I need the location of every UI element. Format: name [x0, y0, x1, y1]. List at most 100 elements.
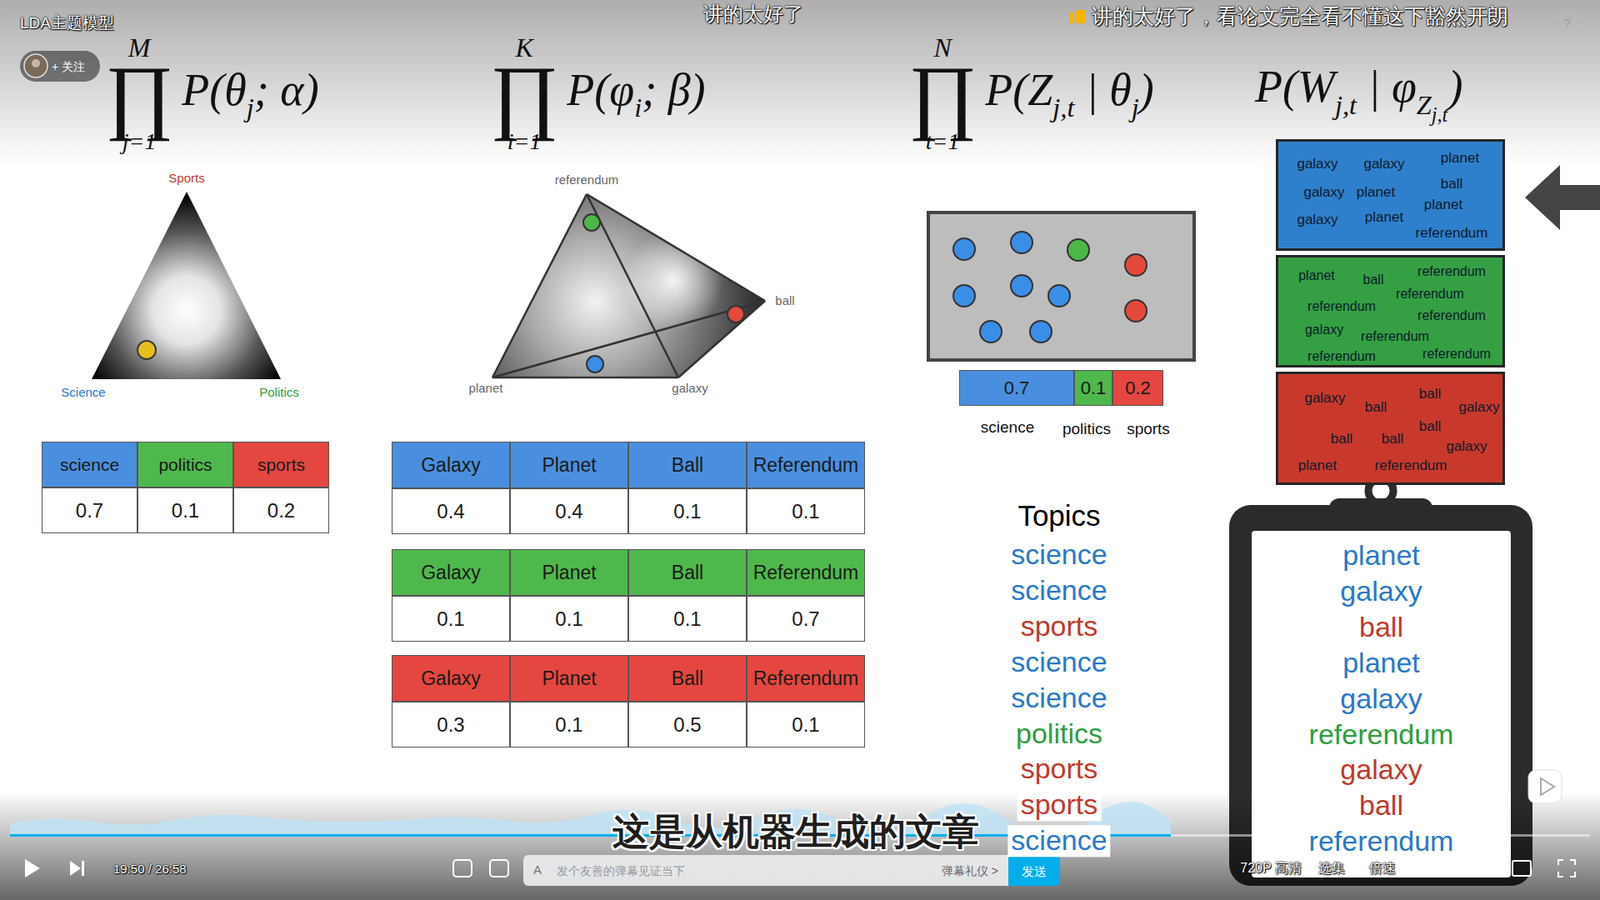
formula-text: )	[1447, 61, 1463, 112]
table-cell: 0.2	[233, 487, 330, 534]
formula-expression: P(Zj,t| θj)	[985, 62, 1154, 124]
operator-lower-limit: j=1	[122, 128, 157, 153]
time-display: 19:50 / 26:58	[113, 862, 187, 877]
subscript: j	[1131, 92, 1140, 123]
formula-text: | φ	[1368, 61, 1417, 112]
button-text: 发个友善的弹幕见证当下	[556, 865, 685, 877]
word-simplex	[492, 194, 765, 378]
word: planet	[1342, 648, 1420, 677]
button-text: 弹幕礼仪 >	[941, 865, 999, 877]
document-word-box: galaxyballballgalaxyballballballgalaxypl…	[1275, 371, 1505, 485]
table-cell: 0.5	[628, 701, 747, 748]
word: referendum	[1360, 330, 1430, 344]
table-cell: 0.3	[391, 701, 510, 748]
word: planet	[1298, 269, 1335, 283]
word: referendum	[1309, 720, 1455, 749]
table-cell: 0.1	[628, 488, 747, 535]
formula-text: P(φ	[566, 64, 635, 115]
simplex-vertex-label: Sports	[168, 171, 205, 186]
table-cell: 0.7	[746, 595, 865, 642]
table-header: Galaxy	[391, 655, 510, 702]
topic-word: science	[1007, 825, 1110, 856]
cell-text: 0.7	[1004, 377, 1030, 400]
formula-text: | θ	[1085, 64, 1132, 115]
cell-text: 0.3	[436, 713, 465, 737]
document-word-box: galaxygalaxyplanetgalaxyplanetballgalaxy…	[1275, 139, 1505, 251]
word: galaxy	[1296, 156, 1338, 171]
table-header: Referendum	[746, 441, 865, 489]
operator-upper-limit: N	[933, 34, 951, 63]
word: galaxy	[1340, 755, 1422, 784]
proportion-bar-segment: 0.7	[959, 370, 1075, 406]
word: ball	[1330, 431, 1353, 446]
table-header: Referendum	[746, 549, 865, 596]
button-text: + 关注	[51, 60, 85, 73]
word: planet	[1342, 540, 1420, 570]
pointer-arrow	[1525, 165, 1600, 230]
input-icon: A	[533, 863, 542, 878]
table-cell: 0.1	[510, 595, 629, 642]
word: galaxy	[1305, 323, 1344, 337]
formula-text: ; α)	[254, 64, 320, 115]
formula-text: ; β)	[641, 64, 705, 115]
word: galaxy	[1340, 684, 1422, 713]
word: ball	[1365, 400, 1387, 415]
word: galaxy	[1363, 156, 1405, 171]
word: referendum	[1395, 287, 1465, 301]
table-header: Ball	[628, 441, 747, 489]
word: referendum	[1417, 309, 1486, 323]
simplex-vertex-label: Science	[60, 385, 105, 400]
video-title: LDA主题模型	[20, 15, 115, 33]
topic-word: politics	[1012, 718, 1106, 750]
product-operator: N∏t=1	[908, 34, 977, 154]
word: planet	[1298, 458, 1337, 473]
cell-text: 0.1	[555, 713, 583, 737]
cell-text: 0.1	[555, 607, 583, 631]
speed-button: 倍速	[1369, 860, 1396, 876]
cell-text: Galaxy	[420, 667, 481, 690]
operator-lower-limit: i=1	[507, 128, 542, 153]
topic-word: sports	[1017, 754, 1102, 785]
button-text: 发送	[1021, 864, 1047, 877]
cell-text: science	[60, 455, 120, 475]
formula-text: P(Z	[985, 64, 1053, 115]
formula-text: P(θ	[181, 64, 247, 115]
formula: N∏t=1P(Zj,t| θj)	[908, 34, 1155, 154]
cell-text: Planet	[541, 667, 596, 690]
word: planet	[1440, 150, 1480, 165]
bar-axis-label: politics	[1062, 420, 1111, 439]
player-bottom-shade	[0, 791, 1600, 900]
formula-expression: P(Wj,t| φZj,t)	[1255, 60, 1463, 127]
table-header: sports	[233, 441, 330, 488]
word: ball	[1419, 386, 1441, 401]
word: galaxy	[1445, 439, 1487, 454]
subscript: j,t	[1052, 92, 1075, 123]
word: ball	[1363, 273, 1385, 287]
formula-expression: P(φi; β)	[566, 62, 705, 124]
table-cell: 0.1	[510, 701, 629, 748]
danmaku-comment: 讲的太好了	[703, 3, 804, 25]
table-cell: 0.7	[41, 487, 138, 534]
progress-played	[10, 834, 1171, 837]
danmaku-input: 发个友善的弹幕见证当下 弹幕礼仪 >	[523, 855, 1009, 886]
cell-text: Ball	[671, 667, 704, 690]
cell-text: Referendum	[753, 561, 860, 585]
danmaku-density-wave	[10, 801, 1171, 837]
word: planet	[1356, 185, 1395, 200]
table-header: Galaxy	[391, 549, 510, 596]
episodes-button: 选集	[1318, 860, 1345, 876]
danmaku-comment: 讲的太好了，看论文完全看不懂这下豁然开朗	[1091, 5, 1509, 29]
word: referendum	[1417, 265, 1486, 279]
table-cell: 0.4	[510, 488, 629, 535]
word: referendum	[1307, 350, 1376, 364]
document-word-box: planet ball referendum referendum referendum…	[1275, 255, 1505, 368]
product-symbol: ∏	[490, 61, 559, 129]
cell-text: Planet	[541, 561, 596, 585]
word: ball	[1440, 176, 1463, 191]
word: ball	[1359, 612, 1404, 641]
word: referendum	[1309, 826, 1455, 855]
table-cell: 0.1	[746, 701, 865, 748]
table-header: Referendum	[746, 655, 865, 702]
word: referendum	[1415, 225, 1489, 240]
